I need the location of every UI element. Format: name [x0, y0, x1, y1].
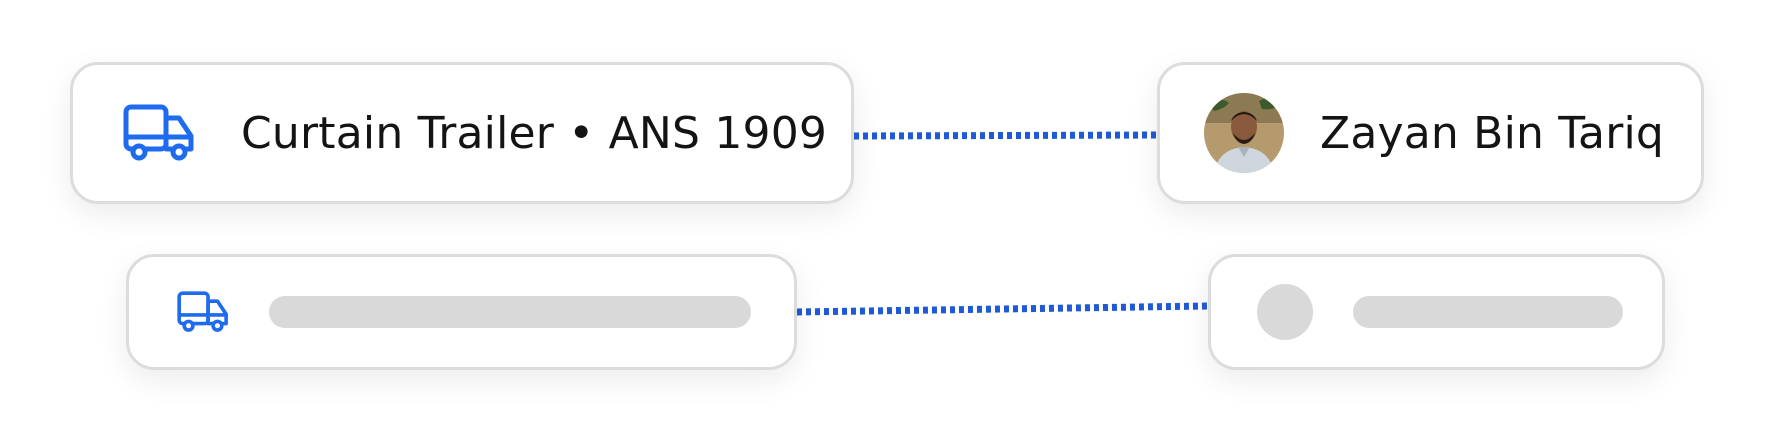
truck-icon: [123, 104, 194, 161]
vehicle-card-skeleton: [126, 254, 797, 370]
driver-name: Zayan Bin Tariq: [1320, 107, 1665, 159]
truck-icon: [177, 291, 228, 332]
vehicle-card[interactable]: Curtain Trailer • ANS 1909: [70, 62, 854, 204]
connector-bottom: [797, 302, 1208, 316]
skeleton-bar: [269, 296, 751, 328]
avatar: [1204, 93, 1284, 173]
driver-card[interactable]: Zayan Bin Tariq: [1157, 62, 1704, 204]
connector-top: [854, 131, 1157, 140]
skeleton-bar: [1353, 296, 1623, 328]
vehicle-label: Curtain Trailer • ANS 1909: [241, 107, 828, 159]
avatar-placeholder: [1257, 284, 1313, 340]
driver-card-skeleton: [1208, 254, 1665, 370]
